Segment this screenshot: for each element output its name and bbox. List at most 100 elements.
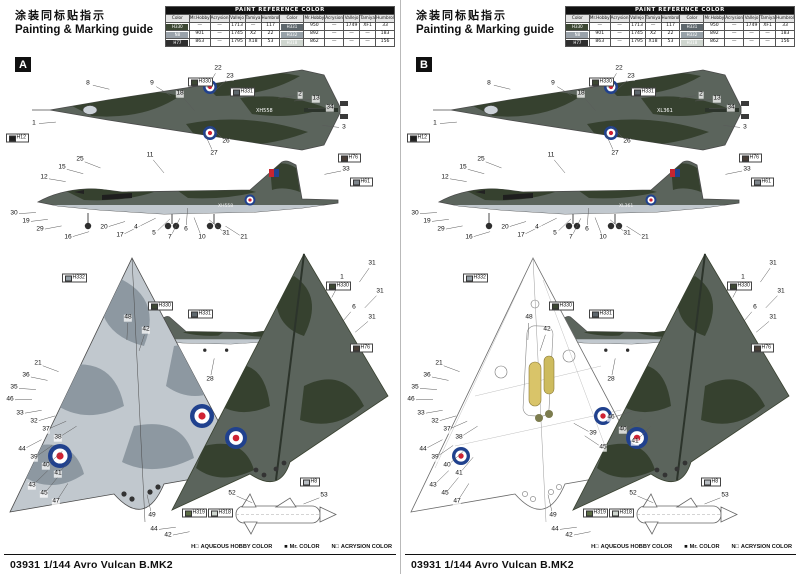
paint-chip: H332 [463,273,489,283]
paint-table-title: PAINT REFERENCE COLOR [564,6,796,15]
callout-number: 41 [454,469,464,478]
paint-value-cell: — [343,38,361,47]
footer-rule [405,554,796,555]
paint-value-cell: 183 [375,30,395,39]
paint-chip-code: H319 [593,509,606,516]
paint-chip-code: H76 [749,154,760,161]
paint-chip-swatch [150,303,158,309]
legend-label: AQUEOUS HOBBY COLOR [600,544,673,550]
side-view: XH558 [36,160,339,230]
paint-chip: H8 [701,477,721,487]
paint-value-cell: XF1 [759,22,777,31]
paint-column-header: Vallejo [228,14,246,23]
paint-color-cell: H332 [679,30,705,39]
paint-color-cell: H331 [679,22,705,31]
paint-chip-code: H61 [761,178,772,185]
callout-number: 2 [297,90,303,99]
paint-column-header: Color [164,14,190,23]
callout-number: 49 [147,511,157,520]
paint-value-cell: 863 [188,38,211,47]
legend-item: H□AQUEOUS HOBBY COLOR [591,544,672,550]
callout-number: 19 [21,217,31,226]
paint-value-cell: X2 [644,30,662,39]
callout-number: 44 [149,525,159,534]
paint-color-cell: N8 [564,30,590,39]
paint-chip-swatch [328,283,336,289]
paint-chip: H318 [208,508,234,518]
callout-number: 17 [115,231,125,240]
paint-chip-swatch [302,479,310,485]
paint-column-header: Mr.Hobby [188,14,211,23]
paint-column-header: Acrysion [609,14,630,23]
callout-number: 20 [99,223,109,232]
paint-chip-code: H318 [619,509,632,516]
legend-symbol-icon: N□ [731,544,739,550]
callout-number: 12 [39,173,49,182]
paint-chip: H331 [631,87,657,97]
callout-number: 23 [626,72,636,81]
paint-value-cell: — [209,22,230,31]
callout-number: 46 [606,413,616,422]
paint-column-header: Mr.Hobby [588,14,611,23]
title-chinese: 涂装同标贴指示 [416,9,507,22]
paint-column-header: Acrysion [724,14,745,23]
paint-column-header: Tamiya [644,14,662,23]
callout-number: 32 [29,417,39,426]
paint-chip-code: H330 [599,78,612,85]
paint-column-header: Humbrol [660,14,681,23]
paint-value-cell: X18 [244,38,262,47]
paint-chip: H61 [751,177,774,187]
callout-number: 36 [21,371,31,380]
paint-chip-swatch [551,303,559,309]
legend-item: N□ACRYSION COLOR [332,544,393,550]
paint-chip-swatch [232,89,240,95]
callout-number: 16 [63,233,73,242]
paint-column-header: Vallejo [628,14,646,23]
callout-number: 44 [418,445,428,454]
panel-header: 涂装同标贴指示 Painting & Marking guide [416,9,554,38]
paint-value-cell: 950 [303,22,326,31]
paint-column-header: Vallejo [743,14,761,23]
callout-number: 46 [5,395,15,404]
callout-number: 32 [430,417,440,426]
product-title: 03931 1/144 Avro Vulcan B.MK2 [10,559,173,571]
paint-column-header: Color [564,14,590,23]
missile-pod-view [235,493,337,535]
callout-number: 5 [151,229,157,238]
paint-value-cell: — [743,38,761,47]
callout-number: 45 [39,489,49,498]
paint-chip-code: H330 [198,78,211,85]
callout-number: 1 [432,119,438,128]
callout-number: 18 [175,89,185,98]
callout-number: 25 [75,155,85,164]
paint-column-header: Humbrol [375,14,395,23]
callout-number: 30 [410,209,420,218]
paint-chip-code: H12 [16,134,27,141]
legend-label: Mr. COLOR [289,544,320,550]
paint-color-cell: H332 [279,30,305,39]
paint-column-header: Acrysion [324,14,345,23]
paint-chip-swatch [741,155,749,161]
callout-number: 29 [436,225,446,234]
paint-value-cell: — [724,30,745,39]
paint-chip-code: H76 [761,344,772,351]
callout-number: 36 [422,371,432,380]
paint-value-cell: — [209,38,230,47]
paint-value-cell: 1795 [628,38,646,47]
legend-item: ■Mr. COLOR [284,544,319,550]
callout-number: 35 [410,383,420,392]
svg-text:XL361: XL361 [657,108,673,114]
callout-number: 16 [464,233,474,242]
callout-number: 34 [726,103,736,112]
callout-number: 10 [197,233,207,242]
paint-chip-code: H330 [737,282,750,289]
legend-symbol-icon: ■ [284,544,288,550]
paint-value-cell: X18 [644,38,662,47]
paint-chip: H330 [188,77,214,87]
callout-number: 26 [221,137,231,146]
paint-value-cell: 156 [775,38,795,47]
paint-value-cell: 117 [660,22,681,31]
callout-number: 1 [339,273,345,282]
callout-number: 13 [311,94,321,103]
callout-number: 43 [27,481,37,490]
